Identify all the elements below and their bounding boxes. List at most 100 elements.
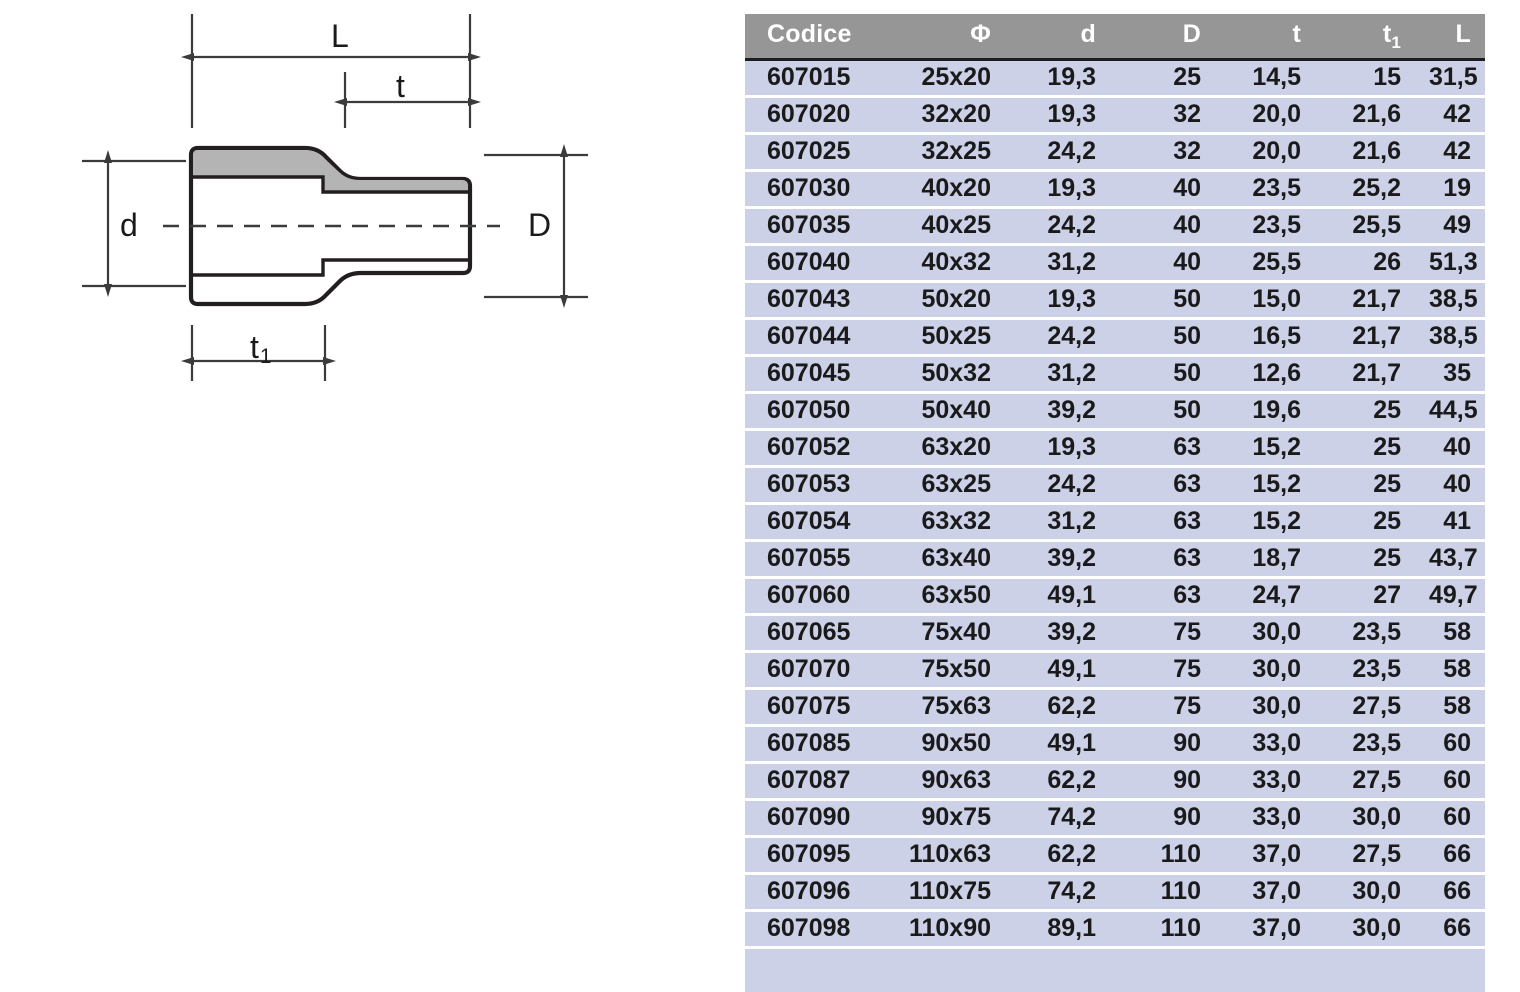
cell-codice: 607096 [745,874,875,911]
cell-phi: 25x20 [875,60,1005,97]
cell-phi: 63x50 [875,578,1005,615]
cell-phi: 63x32 [875,504,1005,541]
cell-D: 63 [1110,504,1215,541]
reducer-cross-section-svg [0,0,730,829]
cell-L: 60 [1415,726,1485,763]
cell-d: 19,3 [1005,97,1110,134]
table-footer-spacer [745,948,1485,992]
cell-codice: 607065 [745,615,875,652]
cell-d: 39,2 [1005,541,1110,578]
cell-t1: 30,0 [1315,911,1415,948]
cell-t: 15,2 [1215,430,1315,467]
cell-phi: 63x40 [875,541,1005,578]
cell-t: 20,0 [1215,134,1315,171]
cell-L: 58 [1415,689,1485,726]
cell-t1: 23,5 [1315,615,1415,652]
cell-t1: 27,5 [1315,763,1415,800]
cell-d: 31,2 [1005,356,1110,393]
cell-phi: 90x50 [875,726,1005,763]
cell-L: 42 [1415,134,1485,171]
cell-t: 15,2 [1215,504,1315,541]
cell-t: 19,6 [1215,393,1315,430]
cell-t1: 23,5 [1315,726,1415,763]
cell-t1: 25 [1315,430,1415,467]
cell-d: 19,3 [1005,60,1110,97]
cell-t: 33,0 [1215,726,1315,763]
cell-t: 25,5 [1215,245,1315,282]
cell-phi: 90x75 [875,800,1005,837]
cell-D: 90 [1110,800,1215,837]
cell-t1: 27,5 [1315,689,1415,726]
cell-phi: 75x63 [875,689,1005,726]
cell-codice: 607045 [745,356,875,393]
cell-D: 110 [1110,911,1215,948]
table-footer-spacer-cell [745,948,1485,992]
cell-codice: 607015 [745,60,875,97]
dimension-label-t1-base: t [250,329,259,365]
cell-L: 42 [1415,97,1485,134]
column-header-D-outer: D [1110,14,1215,60]
cell-t1: 25 [1315,504,1415,541]
cell-L: 49,7 [1415,578,1485,615]
cell-codice: 607052 [745,430,875,467]
cell-codice: 607025 [745,134,875,171]
cell-t: 12,6 [1215,356,1315,393]
cell-t1: 25 [1315,541,1415,578]
cell-D: 90 [1110,726,1215,763]
dimension-label-t1: t1 [250,331,271,363]
cell-t1: 15 [1315,60,1415,97]
cell-t: 30,0 [1215,615,1315,652]
cell-d: 19,3 [1005,282,1110,319]
column-header-phi: Φ [875,14,1005,60]
cell-t: 24,7 [1215,578,1315,615]
cell-d: 24,2 [1005,134,1110,171]
cell-L: 49 [1415,208,1485,245]
cell-L: 31,5 [1415,60,1485,97]
cell-d: 74,2 [1005,800,1110,837]
column-header-t: t [1215,14,1315,60]
cell-D: 50 [1110,282,1215,319]
cell-codice: 607070 [745,652,875,689]
cell-D: 63 [1110,578,1215,615]
cell-phi: 63x25 [875,467,1005,504]
cell-d: 62,2 [1005,837,1110,874]
cell-D: 75 [1110,615,1215,652]
cell-L: 38,5 [1415,319,1485,356]
cell-phi: 32x25 [875,134,1005,171]
cell-L: 51,3 [1415,245,1485,282]
cell-d: 24,2 [1005,208,1110,245]
cell-codice: 607030 [745,171,875,208]
cell-d: 19,3 [1005,171,1110,208]
column-header-d: d [1005,14,1110,60]
dimension-label-d: d [120,209,138,241]
cell-d: 49,1 [1005,726,1110,763]
cell-D: 63 [1110,541,1215,578]
cell-t1: 21,7 [1315,282,1415,319]
technical-drawing-panel: L t d D t1 [0,0,730,829]
cell-D: 25 [1110,60,1215,97]
cell-D: 110 [1110,837,1215,874]
cell-codice: 607087 [745,763,875,800]
cell-L: 44,5 [1415,393,1485,430]
cell-phi: 40x20 [875,171,1005,208]
cell-D: 40 [1110,208,1215,245]
cell-t1: 21,6 [1315,134,1415,171]
cell-d: 24,2 [1005,467,1110,504]
dimension-label-D: D [528,209,551,241]
cell-L: 40 [1415,467,1485,504]
cell-t: 20,0 [1215,97,1315,134]
table-header: Codice Φ d D t t1 L [745,14,1485,60]
